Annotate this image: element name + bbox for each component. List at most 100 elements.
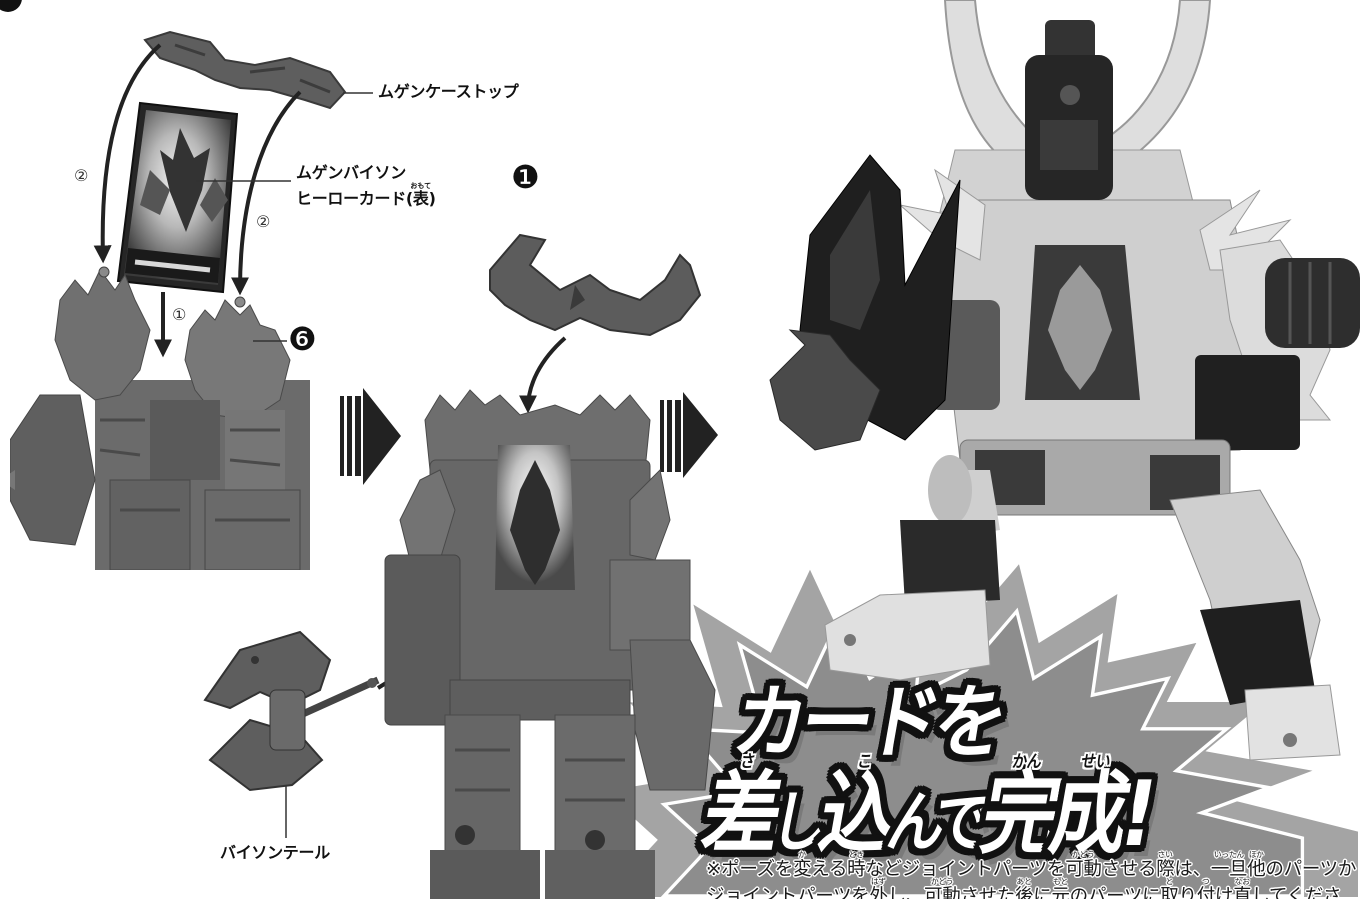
note-segment: 可動かどう xyxy=(1065,851,1102,880)
note-text: 一旦 xyxy=(1210,859,1248,880)
case-top-label: ムゲンケーストップ xyxy=(378,82,519,101)
next-step-arrow-1 xyxy=(340,388,401,485)
note-segment: してくださ xyxy=(1251,887,1341,899)
note-furigana: いったん xyxy=(1214,850,1245,859)
note-segment: 後あと xyxy=(1015,878,1034,899)
note-text: 外 xyxy=(869,886,888,899)
card-type-furigana: おもて xyxy=(410,182,432,190)
part-number-6-badge: ❻ xyxy=(288,320,317,358)
note-text: 可動 xyxy=(1065,859,1102,880)
note-segment: 元もと xyxy=(1051,878,1070,899)
note-text: 際 xyxy=(1156,859,1175,880)
note-furigana: はず xyxy=(871,877,887,886)
headline-furigana: せい xyxy=(1079,752,1113,772)
note-text: させた xyxy=(960,886,1016,899)
note-segment: 付つ xyxy=(1196,878,1216,899)
note-text: のパーツか xyxy=(1265,859,1357,880)
note-segment: 他ほか xyxy=(1247,851,1266,880)
note-segment: 際さい xyxy=(1156,851,1175,880)
note-text: させる xyxy=(1101,859,1157,880)
next-step-arrow-2 xyxy=(660,392,718,478)
note-segment: のパーツに xyxy=(1070,887,1161,899)
note-segment: し、 xyxy=(887,886,925,899)
note-segment: り xyxy=(1178,886,1198,899)
robot-completed-form xyxy=(769,0,1360,761)
hero-card-name-label: ムゲンバイソン xyxy=(296,163,406,182)
note-furigana: なお xyxy=(1234,877,1250,886)
note-furigana: ほか xyxy=(1248,850,1264,859)
note-text: 時 xyxy=(847,859,866,880)
note-text: してくださ xyxy=(1251,886,1342,899)
note-furigana: と xyxy=(1165,877,1174,886)
note-segment: させた xyxy=(960,887,1015,899)
note-segment: させる xyxy=(1102,860,1157,880)
note-furigana: つ xyxy=(1202,877,1210,886)
note-text: 変 xyxy=(793,859,812,880)
caution-note: ※ポーズを変かえる時ときなどジョイントパーツを可動かどうさせる際さいは、一旦いっ… xyxy=(706,848,1360,899)
note-text: 付 xyxy=(1196,886,1216,899)
robot-assembled-form xyxy=(384,389,716,899)
note-text: は、 xyxy=(1174,859,1211,880)
card-type-prefix: ヒーローカード( xyxy=(296,189,413,208)
arrow-case-right xyxy=(231,90,302,296)
card-type-kanji: 表 xyxy=(412,189,429,208)
robot-base-form xyxy=(10,266,310,570)
note-segment: 変か xyxy=(793,851,812,880)
arrow-crest-down xyxy=(519,336,567,414)
hero-card-image xyxy=(116,101,239,294)
order-marker-2-left: ② xyxy=(74,166,89,185)
note-furigana: もと xyxy=(1053,877,1068,886)
note-text: のパーツに xyxy=(1069,886,1161,899)
note-text: 取 xyxy=(1160,886,1179,899)
part-number-1-badge: ❶ xyxy=(511,158,540,196)
order-marker-1: ① xyxy=(172,305,187,324)
note-text: り xyxy=(1178,886,1198,899)
note-furigana: か xyxy=(798,850,806,859)
note-text: に xyxy=(1033,886,1052,899)
note-text: 可動 xyxy=(924,886,961,899)
headline-segment: んで xyxy=(882,770,991,861)
note-segment: 外はず xyxy=(869,878,888,899)
note-furigana: あと xyxy=(1016,877,1032,886)
note-text: 他 xyxy=(1247,859,1266,880)
note-text: などジョイントパーツを xyxy=(865,859,1066,880)
caution-note-line-1: ※ポーズを変かえる時ときなどジョイントパーツを可動かどうさせる際さいは、一旦いっ… xyxy=(706,851,1357,880)
head-crest-part xyxy=(489,233,702,337)
note-text: ※ポーズを xyxy=(706,859,794,880)
bison-tail-label: バイソンテール xyxy=(220,843,330,862)
note-segment: に xyxy=(1033,886,1052,899)
note-segment: ※ポーズを xyxy=(706,860,793,880)
mugen-case-top-part xyxy=(143,30,347,110)
note-segment: 直なお xyxy=(1233,878,1252,899)
arrow-case-left xyxy=(93,43,162,264)
caution-note-line-2: ジョイントパーツを外はずし、可動かどうさせた後あとに元もとのパーツに取とり付つけ… xyxy=(706,878,1342,899)
card-type-kanji-with-ruby: 表おもて xyxy=(410,182,431,208)
note-furigana: さい xyxy=(1157,850,1173,859)
note-segment: 可動かどう xyxy=(924,878,961,899)
note-text: 後 xyxy=(1015,886,1034,899)
note-furigana: とき xyxy=(848,850,864,859)
note-text: し、 xyxy=(887,886,925,899)
note-text: ジョイントパーツを xyxy=(706,886,870,899)
note-furigana: かどう xyxy=(931,877,954,886)
hero-card-type-label: ヒーローカード(表おもて) xyxy=(296,182,436,208)
bison-tail-axe xyxy=(203,630,380,792)
headline-furigana: さ xyxy=(738,752,757,772)
note-text: 元 xyxy=(1051,886,1070,899)
note-segment: える xyxy=(811,860,847,880)
headline-line-2: 差さし込こんで完かん成せい! xyxy=(695,752,1157,867)
note-furigana: かどう xyxy=(1072,850,1095,859)
note-text: け xyxy=(1214,886,1234,899)
note-segment: 取と xyxy=(1160,878,1179,899)
note-segment: は、 xyxy=(1174,859,1211,880)
note-segment: け xyxy=(1214,886,1234,899)
headline-furigana: こ xyxy=(855,752,874,772)
step-number-badge-partial xyxy=(0,0,22,12)
headline-line-1: カードを xyxy=(726,676,1010,769)
order-marker-2-right: ② xyxy=(256,212,271,231)
note-segment: などジョイントパーツを xyxy=(865,860,1065,880)
headline-furigana: かん xyxy=(1010,752,1044,772)
card-type-suffix: ) xyxy=(428,189,436,208)
note-segment: 時とき xyxy=(847,851,866,880)
